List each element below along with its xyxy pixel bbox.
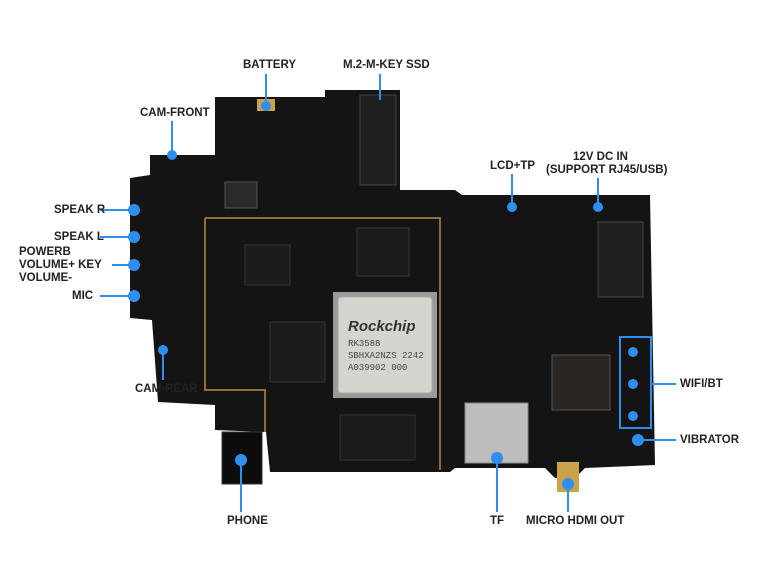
label-vibrator: VIBRATOR <box>680 434 739 446</box>
pcb-board <box>130 90 655 478</box>
soc-model: RK3588 <box>348 339 381 349</box>
label-battery: BATTERY <box>243 59 297 71</box>
gold-trace-outline <box>204 217 441 470</box>
label-dc-in-support: (SUPPORT RJ45/USB) <box>546 164 668 176</box>
label-lcd-tp: LCD+TP <box>490 160 536 172</box>
soc-marking: RK3588 SBHXA2NZS 2242 A039902 000 <box>348 338 424 374</box>
label-speak-l: SPEAK L <box>54 231 104 243</box>
soc-code: A039902 000 <box>348 363 408 373</box>
memory-chip <box>269 321 326 383</box>
label-dc-in: 12V DC IN <box>573 151 628 163</box>
inductor <box>224 181 258 209</box>
pmic-chip <box>356 227 410 277</box>
label-wifi-bt: WIFI/BT <box>680 378 723 390</box>
label-hdmi: MICRO HDMI OUT <box>526 515 625 527</box>
label-speak-r: SPEAK R <box>54 204 106 216</box>
label-volume-minus: VOLUME- <box>19 272 73 284</box>
label-ssd: M.2-M-KEY SSD <box>343 59 430 71</box>
soc-lot: SBHXA2NZS 2242 <box>348 351 424 361</box>
ic-chip <box>244 244 291 286</box>
ssd-slot <box>359 94 397 186</box>
callout-dots <box>128 101 644 490</box>
label-tf: TF <box>490 515 505 527</box>
rj45-transformer <box>597 221 644 298</box>
wifi-module <box>551 354 611 411</box>
memory-chip <box>339 414 416 461</box>
soc-chip <box>337 296 433 394</box>
label-volume-key: VOLUME+ KEY <box>19 259 102 271</box>
label-phone: PHONE <box>227 515 268 527</box>
label-cam-rear: CAM-REAR <box>135 383 198 395</box>
soc-brand: Rockchip <box>348 318 416 335</box>
label-powerb: POWERB <box>19 246 71 258</box>
label-cam-front: CAM-FRONT <box>140 107 210 119</box>
label-mic: MIC <box>72 290 94 302</box>
